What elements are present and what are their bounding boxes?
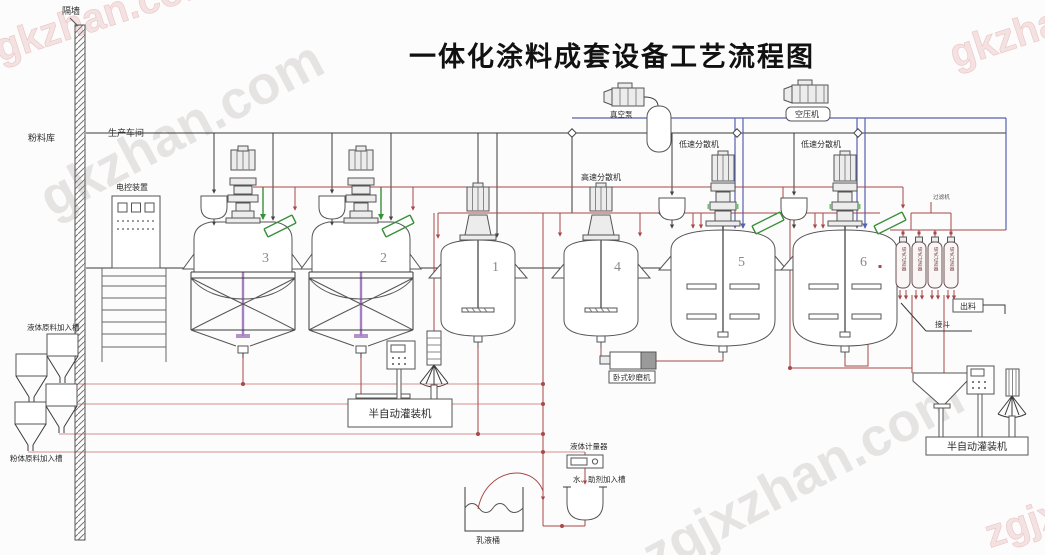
low-speed-disperser-5-label: 低速分散机 [679, 139, 719, 149]
tank-4-dispersing-vessel [551, 182, 651, 349]
electric-control-label: 电控装置 [116, 182, 148, 192]
powder-warehouse-label: 粉料库 [28, 132, 55, 143]
electric-control-cabinet: 电控装置 [111, 182, 161, 269]
liquid-meter: 液体计量器 [566, 441, 608, 469]
feed-hopper-1 [46, 333, 79, 384]
filter-unit-label: 过滤机 [933, 193, 950, 201]
low-speed-disperser-6-label: 低速分散机 [801, 139, 841, 149]
raw-material-feed-hoppers: 液体原料加入槽 粉体原料加入槽 [10, 322, 80, 463]
production-workshop-label: 生产车间 [108, 127, 144, 138]
bag-filter-label-3: 袋式过滤器 [933, 246, 938, 272]
air-compressor: 空压机 [783, 79, 831, 122]
feed-hopper-4 [14, 401, 47, 452]
filler-right-label: 半自动灌装机 [947, 440, 1007, 453]
emulsion-bucket-label: 乳液桶 [476, 535, 500, 545]
discharge-outlet: 出料 [952, 298, 1006, 314]
feed-hopper-2 [15, 353, 48, 404]
partition-wall: 隔墙 [62, 5, 86, 541]
emulsion-bucket: 乳液桶 [464, 487, 524, 545]
receiving-hopper-label: 接斗 [935, 319, 950, 329]
filling-machine-right: 半自动灌装机 [912, 365, 1029, 456]
filling-machine-left: 半自动灌装机 [347, 330, 453, 428]
watermark-gray-bottom-right: zgjxzhan.com [632, 366, 973, 555]
tank-2-mixing-vessel [301, 146, 421, 358]
tank-6-number: 6 [860, 255, 867, 270]
tank-3-mixing-vessel [183, 146, 303, 358]
feed-hopper-3 [45, 383, 78, 434]
tank-2-number: 2 [380, 251, 387, 266]
high-speed-disperser-label: 高速分散机 [581, 172, 621, 182]
staircase [101, 268, 167, 362]
discharge-label: 出料 [960, 301, 976, 311]
partition-wall-label: 隔墙 [62, 5, 80, 16]
tank-6-low-speed-vessel [781, 151, 909, 358]
bag-filter-label-2: 袋式过滤器 [917, 246, 922, 272]
piping-network [28, 117, 1007, 528]
watermark-red-top-right: gkzhan.com [944, 0, 1045, 77]
tank-3-number: 3 [262, 251, 269, 266]
tank-4-number: 4 [614, 260, 621, 275]
horizontal-sand-mill: 卧式砂磨机 [599, 351, 657, 384]
tank-5-number: 5 [738, 255, 745, 270]
vacuum-pump: 真空泵 [603, 82, 672, 153]
bag-filter-bank: 过滤机 袋式过滤器 袋式过滤器 袋式过滤器 袋式过滤器 接斗 出料 [878, 193, 1006, 373]
filler-left-label: 半自动灌装机 [369, 407, 432, 420]
air-compressor-label: 空压机 [795, 109, 819, 119]
bag-filter-label-1: 袋式过滤器 [901, 246, 906, 272]
bag-filter-label-4: 袋式过滤器 [949, 246, 954, 272]
water-additive-tank: 水、助剂加入槽 [563, 474, 626, 521]
water-additive-label: 水、助剂加入槽 [573, 474, 626, 484]
liquid-meter-label: 液体计量器 [570, 441, 608, 451]
sand-mill-label: 卧式砂磨机 [613, 372, 651, 382]
filter-capsules: 袋式过滤器 袋式过滤器 袋式过滤器 袋式过滤器 [895, 230, 959, 289]
watermark-red-top-left: gkzhan.com [0, 0, 223, 71]
filter-outlets [897, 290, 957, 373]
tank-5-low-speed-vessel [659, 151, 787, 358]
vacuum-pump-label: 真空泵 [610, 109, 633, 119]
liquid-feed-tank-label: 液体原料加入槽 [27, 322, 80, 332]
powder-feed-tank-label: 粉体原料加入槽 [10, 453, 63, 463]
tank-1-dispersing-vessel [428, 182, 528, 349]
diagram-title: 一体化涂料成套设备工艺流程图 [409, 41, 815, 72]
tank-1-number: 1 [492, 260, 499, 275]
